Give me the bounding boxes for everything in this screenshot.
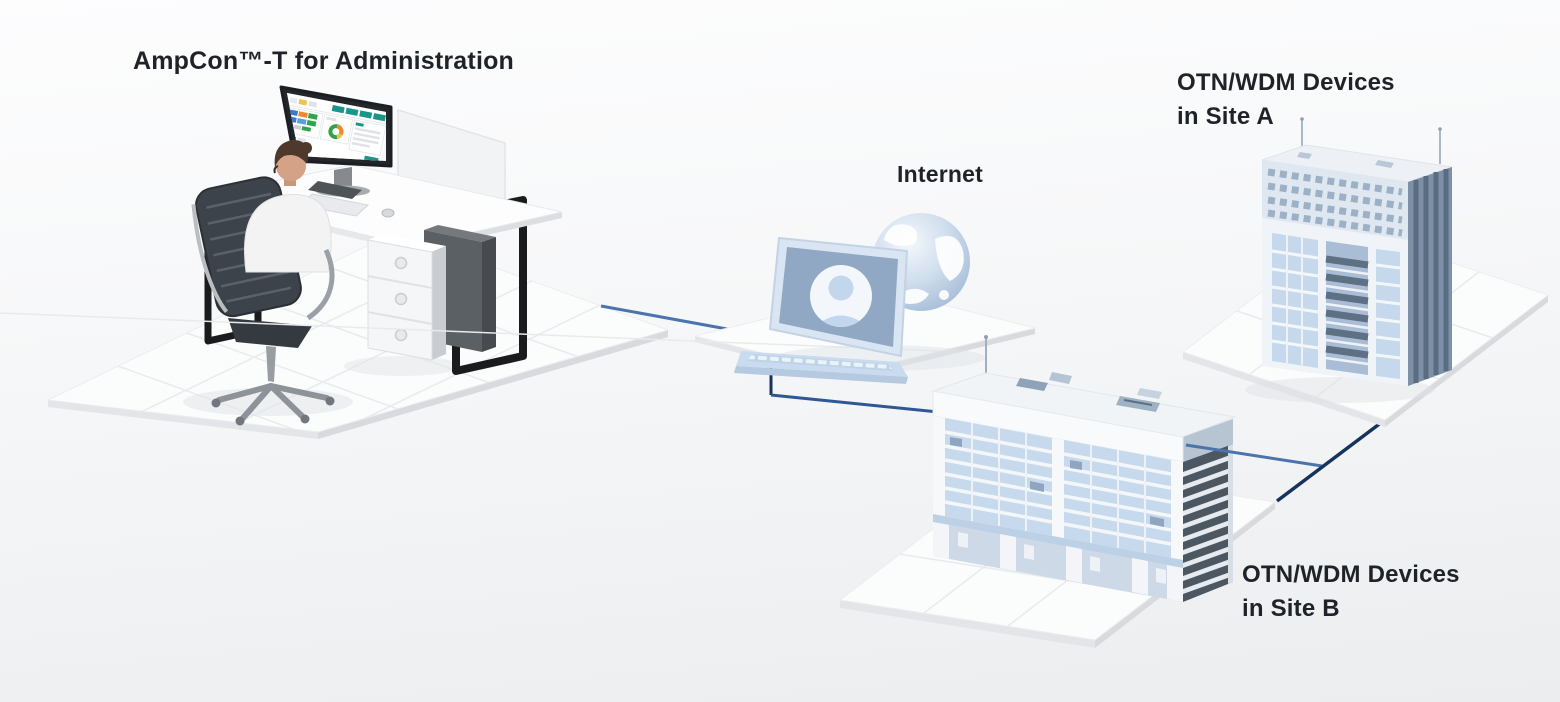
label-ampcon-admin: AmpCon™-T for Administration [133,47,515,75]
site-b-building [931,335,1237,602]
monitor-neck [334,167,352,190]
chair-caster [211,398,221,408]
label-internet: Internet [897,161,983,187]
admin-platform [46,231,670,439]
person-head [276,151,306,181]
laptop-front-edge [734,366,908,384]
user-avatar-icon [810,265,872,327]
laptop-keys [747,354,893,371]
chair-caster [300,414,310,424]
laptop-illustration [734,237,908,384]
label-site-b-line1: OTN/WDM Devices [1242,561,1460,588]
cabinet-shadow [344,356,460,376]
drawer-knob [394,328,408,342]
mouse [381,208,395,218]
chair-gas-lift [266,346,276,382]
ground-floor [933,522,1183,602]
drawer-knob [394,256,408,270]
person-glasses [273,165,279,174]
chair-frame-chrome [191,204,229,313]
label-site-a: OTN/WDM Devices in Site A [1177,66,1395,134]
admin-workstation-illustration [183,85,563,426]
facade-band [933,514,1183,568]
chair-star-base [216,383,330,421]
label-site-b: OTN/WDM Devices in Site B [1242,558,1460,626]
label-site-b-line2: in Site B [1242,595,1340,622]
office-chair-base [211,248,335,426]
person-hair-bun [300,142,312,154]
link-admin-to-internet [600,304,728,331]
administrator-person [244,139,332,273]
label-site-a-line2: in Site A [1177,103,1274,130]
chair-armrest [306,248,335,321]
person-shirt [244,193,332,273]
drawer-knob [394,292,408,306]
site-a-building [1261,117,1453,386]
person-hair [274,139,308,168]
tablet [308,181,362,199]
balcony-side [1183,444,1233,602]
person-neck [284,176,296,186]
link-site-b-to-site-a [1275,417,1388,503]
side-facade [1408,167,1452,386]
drawer-cabinet [367,234,446,361]
chair-caster [325,396,335,406]
rooftop-equipment [1016,372,1162,412]
link-site-b-to-site-a-feeder [1185,443,1323,468]
chair-caster [235,416,245,426]
label-site-a-line1: OTN/WDM Devices [1177,69,1395,96]
